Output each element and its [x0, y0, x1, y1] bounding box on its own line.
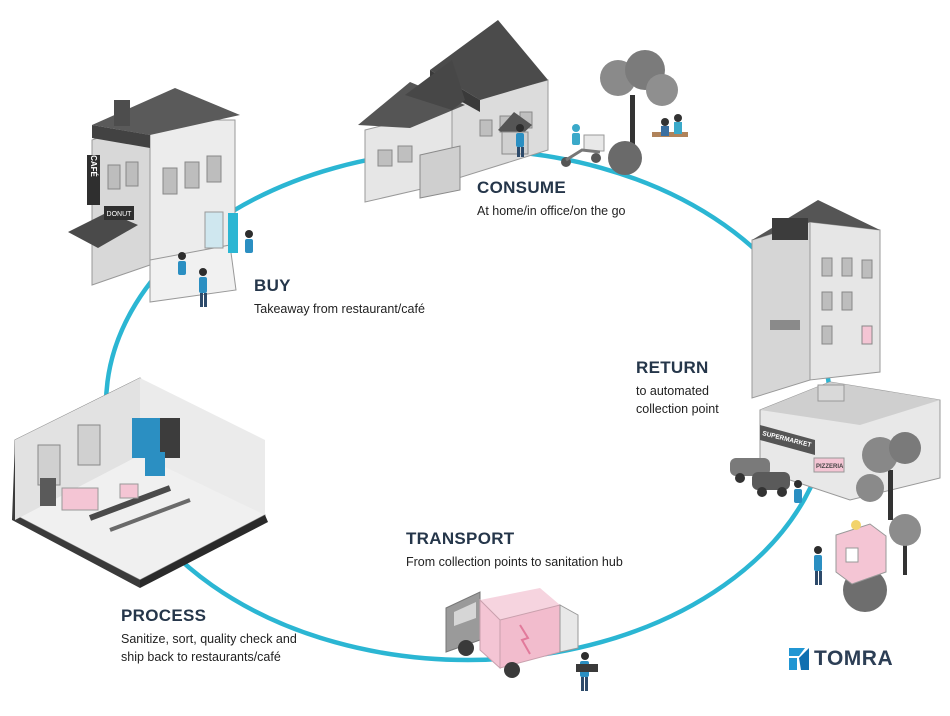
- consume-label: CONSUME At home/in office/on the go: [477, 178, 625, 220]
- person-icon: [794, 480, 822, 585]
- tomra-wordmark: TOMRA: [814, 647, 894, 670]
- pizzeria-sign: PIZZERIA: [816, 464, 844, 470]
- donut-sign: DONUT: [107, 211, 133, 218]
- process-description-line-2: ship back to restaurants/café: [121, 650, 281, 664]
- process-description: Sanitize, sort, quality check and ship b…: [121, 630, 341, 666]
- person-icon: [576, 652, 598, 691]
- tomra-logo: TOMRA: [788, 646, 893, 672]
- transport-description: From collection points to sanitation hub: [406, 555, 623, 569]
- consume-description: At home/in office/on the go: [477, 204, 626, 218]
- house-icon: [358, 20, 549, 203]
- process-description-line-1: Sanitize, sort, quality check and: [121, 632, 297, 646]
- bench-people-icon: [652, 114, 688, 137]
- consume-title: CONSUME: [477, 178, 566, 197]
- person-icon: [178, 230, 253, 307]
- cafe-sign: CAFÉ: [89, 155, 98, 177]
- process-title: PROCESS: [121, 606, 207, 625]
- supermarket-icon: SUPERMARKET PIZZERIA: [759, 381, 941, 501]
- apartment-building-icon: [751, 200, 881, 399]
- buy-title: BUY: [254, 276, 291, 295]
- transport-label: TRANSPORT From collection points to sani…: [406, 529, 623, 571]
- scooter-rider-icon: [561, 124, 605, 167]
- buy-label: BUY Takeaway from restaurant/café: [254, 276, 425, 318]
- reverse-vending-machine-icon: [835, 520, 887, 585]
- tomra-logo-mark: [789, 648, 809, 670]
- person-icon: [516, 124, 524, 157]
- transport-title: TRANSPORT: [406, 529, 515, 548]
- return-label: RETURN to automated collection point: [636, 358, 776, 418]
- car-icon: [730, 458, 790, 497]
- return-description: to automated collection point: [636, 382, 776, 418]
- buy-description: Takeaway from restaurant/café: [254, 302, 425, 316]
- return-title: RETURN: [636, 358, 709, 377]
- process-label: PROCESS Sanitize, sort, quality check an…: [121, 606, 341, 666]
- return-description-line-1: to automated: [636, 384, 709, 398]
- tree-icon: [600, 50, 678, 175]
- factory-icon: [12, 377, 268, 588]
- delivery-truck-icon: [445, 588, 579, 678]
- cafe-building-icon: CAFÉ DONUT: [68, 88, 240, 303]
- return-description-line-2: collection point: [636, 402, 719, 416]
